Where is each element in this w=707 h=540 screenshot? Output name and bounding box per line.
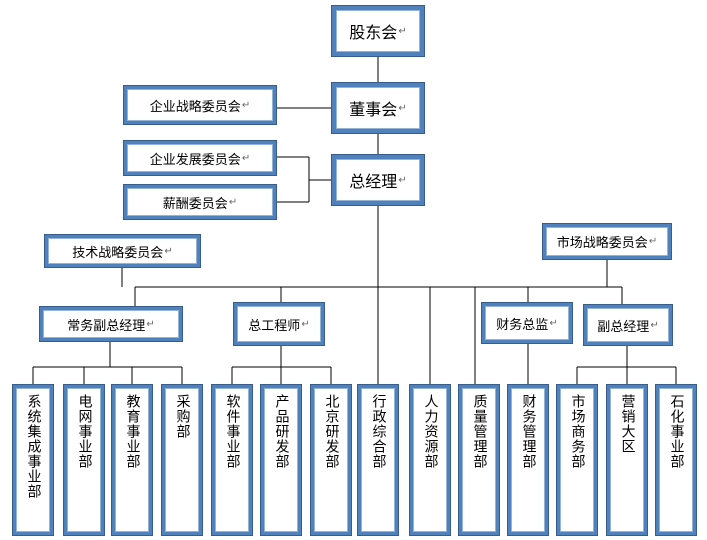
dept-label: 北京研发部 <box>323 394 340 469</box>
dept-label: 营销大区 <box>619 394 636 454</box>
node-label: 股东会 <box>349 23 398 42</box>
dept-beijing-rd: 北京研发部 <box>311 385 351 535</box>
dept-human-resources: 人力资源部 <box>410 385 450 535</box>
node-label: 技术战略委员会 <box>72 245 164 261</box>
dept-label: 产品研发部 <box>273 394 290 469</box>
node-board: 董事会↵ <box>332 83 424 133</box>
node-label: 常务副总经理 <box>67 318 146 334</box>
node-label: 市场战略委员会 <box>556 236 648 251</box>
node-label: 副总经理 <box>597 319 650 335</box>
dept-finance-management: 财务管理部 <box>508 385 548 535</box>
node-vice-gm: 副总经理↵ <box>584 305 672 345</box>
dept-power-grid: 电网事业部 <box>64 385 104 535</box>
node-chief-engineer: 总工程师↵ <box>234 303 324 345</box>
dept-quality-management: 质量管理部 <box>459 385 499 535</box>
node-label: 总工程师 <box>248 318 301 334</box>
node-label: 总经理 <box>349 172 398 191</box>
node-cfo: 财务总监↵ <box>482 303 572 343</box>
dept-education: 教育事业部 <box>112 385 152 535</box>
node-development-committee: 企业发展委员会↵ <box>124 141 276 175</box>
dept-label: 电网事业部 <box>76 394 93 469</box>
node-label: 企业战略委员会 <box>149 99 241 115</box>
dept-product-rd: 产品研发部 <box>261 385 301 535</box>
dept-label: 系统集成事业部 <box>25 394 42 499</box>
node-compensation-committee: 薪酬委员会↵ <box>124 185 276 219</box>
node-market-strategy-committee: 市场战略委员会↵ <box>543 224 671 259</box>
dept-label: 石化事业部 <box>668 394 685 469</box>
node-tech-strategy-committee: 技术战略委员会↵ <box>45 235 200 267</box>
dept-market-business: 市场商务部 <box>557 385 597 535</box>
dept-label: 市场商务部 <box>569 394 586 469</box>
node-label: 董事会 <box>349 100 398 119</box>
dept-petrochemical: 石化事业部 <box>656 385 696 535</box>
dept-label: 软件事业部 <box>224 394 241 469</box>
dept-sales-region: 营销大区 <box>607 385 647 535</box>
node-label: 财务总监 <box>496 317 549 333</box>
dept-label: 财务管理部 <box>520 394 537 469</box>
dept-label: 质量管理部 <box>471 394 488 469</box>
dept-procurement: 采购部 <box>162 385 202 535</box>
dept-label: 人力资源部 <box>422 394 439 469</box>
node-shareholders: 股东会↵ <box>332 6 424 56</box>
dept-software: 软件事业部 <box>212 385 252 535</box>
dept-system-integration: 系统集成事业部 <box>13 385 53 535</box>
node-label: 企业发展委员会 <box>149 152 241 168</box>
dept-label: 行政综合部 <box>370 394 387 469</box>
dept-label: 教育事业部 <box>124 394 141 469</box>
node-label: 薪酬委员会 <box>162 196 228 212</box>
node-executive-vp: 常务副总经理↵ <box>40 307 182 341</box>
dept-administration: 行政综合部 <box>358 385 398 535</box>
dept-label: 采购部 <box>174 394 191 439</box>
node-strategy-committee: 企业战略委员会↵ <box>124 86 276 124</box>
node-general-manager: 总经理↵ <box>332 155 424 205</box>
